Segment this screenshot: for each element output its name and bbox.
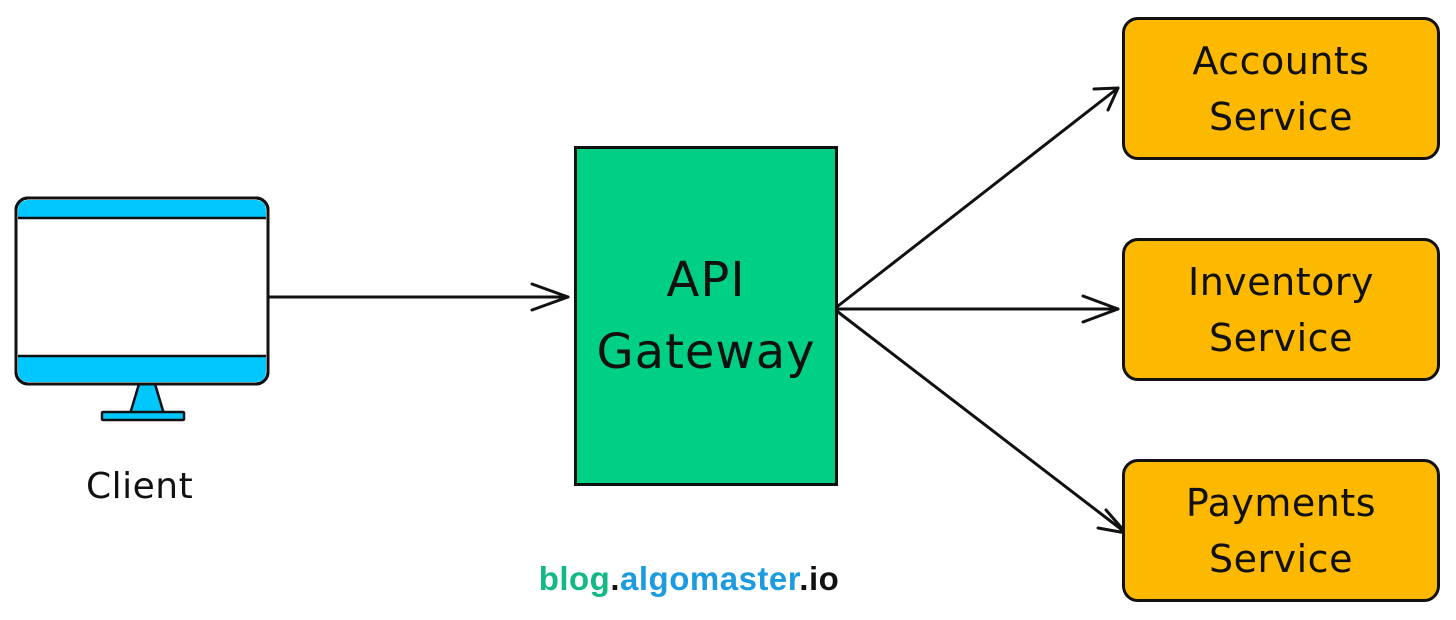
edge-client-gateway (266, 282, 570, 312)
watermark-part-algomaster: algomaster (620, 560, 800, 597)
service-node-payments: Payments Service (1122, 459, 1440, 602)
api-gateway-node: API Gateway (574, 146, 838, 486)
service-label-line1: Inventory (1187, 259, 1374, 304)
gateway-label-line1: API (666, 252, 746, 308)
service-node-accounts: Accounts Service (1122, 17, 1440, 160)
gateway-label-line2: Gateway (596, 324, 816, 380)
service-label-line1: Accounts (1192, 38, 1370, 83)
watermark-dot: . (799, 560, 809, 597)
watermark-dot: . (610, 560, 621, 597)
service-label-line1: Payments (1185, 480, 1377, 525)
watermark-part-blog: blog (538, 560, 611, 597)
edge-gateway-accounts (836, 86, 1120, 308)
watermark-part-io: io (808, 560, 840, 597)
watermark: blog.algomaster.io (0, 560, 1378, 598)
edge-gateway-inventory (836, 294, 1120, 324)
service-label-line2: Service (1209, 315, 1353, 360)
service-node-inventory: Inventory Service (1122, 238, 1440, 381)
client-label: Client (86, 466, 194, 507)
monitor-icon (14, 196, 270, 422)
edge-gateway-payments (836, 310, 1128, 535)
service-label-line2: Service (1209, 94, 1353, 139)
service-label-line2: Service (1209, 536, 1353, 581)
